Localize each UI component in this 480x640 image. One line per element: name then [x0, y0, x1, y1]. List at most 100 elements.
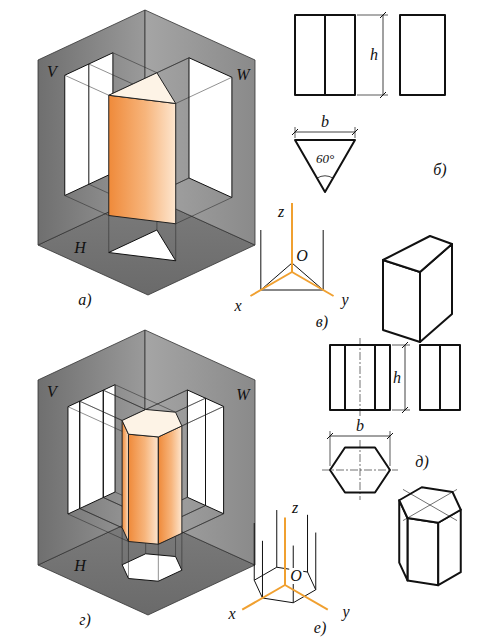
side-view-edge	[205, 398, 206, 505]
vertical-edge	[260, 230, 261, 290]
dimension-label: b	[320, 114, 330, 130]
projecting-ray	[113, 53, 157, 73]
projecting-ray	[89, 64, 176, 104]
prism-face	[122, 420, 128, 541]
projecting-ray	[80, 401, 122, 420]
axis-label: x	[227, 606, 236, 622]
projecting-ray	[181, 533, 182, 570]
center-line	[360, 338, 361, 417]
axis-label: z	[277, 204, 285, 220]
front-view-edge	[103, 390, 104, 497]
axis-x	[250, 272, 292, 296]
front-view-edge	[79, 401, 80, 508]
dimension-tick	[292, 129, 298, 135]
dimension-tick	[352, 129, 358, 135]
prism-top	[122, 409, 182, 436]
front-view-edge	[103, 390, 104, 497]
dimension-label: h	[392, 370, 402, 386]
plane-v	[38, 330, 145, 565]
projecting-ray	[182, 514, 224, 534]
projecting-ray	[176, 398, 206, 412]
top-view	[122, 554, 182, 581]
projecting-ray	[158, 544, 159, 581]
orthographic-views	[292, 12, 445, 192]
dimension-line	[383, 15, 384, 95]
axis-label: y	[340, 292, 349, 308]
dimension-tick	[387, 433, 393, 439]
vertical-edge	[262, 541, 263, 598]
axis-y	[285, 585, 328, 610]
front-view-edge	[88, 64, 89, 184]
dimension-line	[295, 132, 355, 133]
plane-label: H	[73, 240, 87, 256]
top-view	[295, 140, 355, 192]
projecting-ray	[128, 542, 129, 579]
projecting-ray	[182, 406, 224, 426]
axis-y	[292, 272, 334, 296]
dimension-tick	[402, 342, 408, 348]
projecting-ray	[175, 224, 176, 261]
axis-z	[291, 203, 293, 272]
front-view-edge	[79, 401, 80, 508]
plane-label: H	[73, 558, 87, 574]
projecting-ray	[122, 528, 123, 565]
projecting-ray	[65, 196, 109, 216]
axis-label: z	[291, 500, 299, 516]
projecting-ray	[68, 514, 129, 542]
dimension-tick	[327, 433, 333, 439]
dimension-tick	[380, 92, 386, 98]
axonometric-axes	[242, 510, 328, 610]
figure-letter: г)	[78, 612, 92, 628]
projection-scene	[38, 330, 255, 615]
prism-top	[109, 73, 176, 104]
front-view-edge	[324, 15, 326, 95]
dimension-label: h	[369, 47, 379, 63]
side-view	[420, 345, 460, 410]
side-view	[400, 15, 445, 95]
projecting-ray	[65, 75, 109, 95]
projecting-ray	[157, 58, 189, 73]
plane-label: V	[46, 384, 58, 400]
front-view	[65, 53, 113, 196]
projection-scene	[38, 10, 255, 295]
projecting-ray	[68, 407, 129, 435]
prism-face	[383, 260, 420, 342]
front-view	[295, 15, 355, 95]
projecting-ray	[115, 385, 175, 413]
dimension-label: b	[355, 418, 365, 434]
axonometric-axes	[250, 203, 333, 296]
side-view-edge	[205, 398, 206, 505]
front-view-edge	[374, 345, 376, 410]
dimension-tick	[402, 407, 408, 413]
dimension-line	[405, 345, 406, 410]
prism-face	[128, 434, 158, 544]
axis-label: O	[289, 568, 303, 584]
figure-letter: д)	[414, 454, 429, 470]
top-view	[109, 230, 176, 261]
vertical-edge	[276, 510, 277, 567]
front-view	[68, 385, 115, 514]
plane-label: W	[235, 387, 250, 403]
center-line	[403, 489, 457, 520]
isometric-prism	[383, 236, 452, 342]
axis-label: x	[233, 298, 242, 314]
projecting-ray	[103, 390, 145, 409]
axis-x	[242, 585, 285, 610]
front-view-edge	[344, 345, 346, 410]
side-view	[187, 390, 223, 514]
isometric-prism	[399, 487, 461, 585]
projecting-ray	[80, 509, 122, 528]
angle-label: 60°	[315, 152, 335, 165]
plane-w	[145, 330, 255, 565]
prism-face	[407, 518, 438, 585]
prism-top	[399, 487, 461, 523]
projecting-ray	[176, 198, 232, 224]
orthographic-views	[322, 338, 460, 500]
extension-line	[392, 345, 410, 346]
axis-z	[284, 517, 286, 585]
prism-face	[109, 95, 176, 224]
projecting-ray	[176, 77, 232, 103]
